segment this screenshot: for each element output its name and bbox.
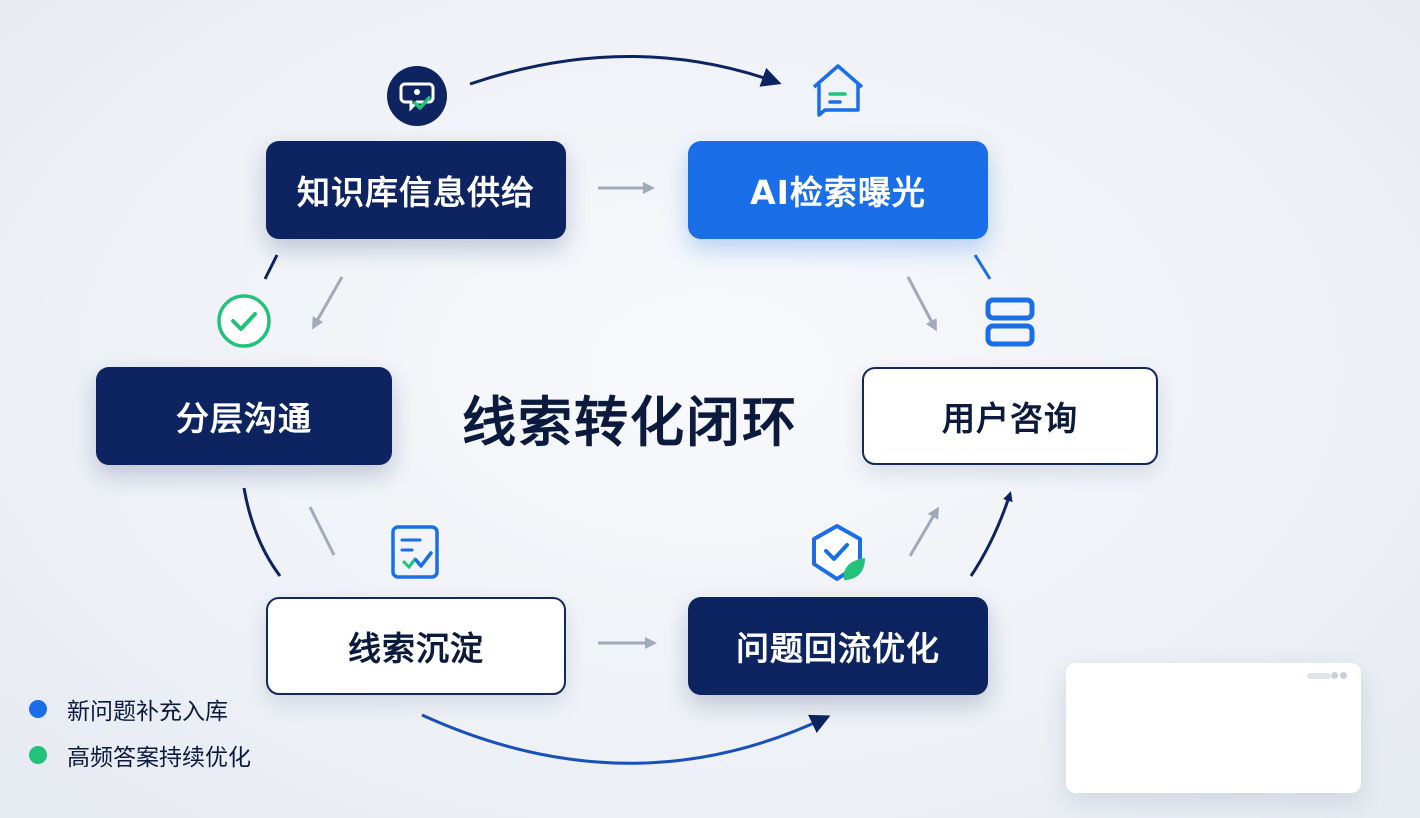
arrow-kb-to-layer: [312, 276, 344, 330]
node-question-feedback: 问题回流优化: [688, 597, 988, 695]
diagram-title: 线索转化闭环: [462, 391, 798, 454]
legend-label: 高频答案持续优化: [67, 745, 251, 771]
chat-check-icon: [387, 66, 447, 126]
arc-top: [469, 55, 782, 87]
arrow-ai-to-consult: [906, 276, 937, 332]
legend-card: [1066, 663, 1361, 793]
check-circle-icon: [217, 294, 271, 348]
curve-back-to-consult: [969, 491, 1013, 577]
legend-swatch: [29, 746, 47, 764]
node-lead-capture: 线索沉淀: [266, 597, 566, 695]
arrow-back-to-consult: [908, 506, 940, 557]
legend-item: 高频答案持续优化: [29, 738, 251, 772]
line-layer-to-lead: [308, 506, 336, 556]
stroke-ai-right: [973, 254, 992, 280]
node-ai-exposure: AI检索曝光: [688, 141, 988, 239]
node-knowledge-supply: 知识库信息供给: [266, 141, 566, 239]
home-message-icon: [812, 64, 864, 117]
node-layered-communication: 分层沟通: [96, 367, 392, 465]
curve-layer-to-lead: [242, 487, 282, 577]
window-dots: [1307, 672, 1347, 680]
stroke-kb-left: [263, 254, 279, 280]
arc-bottom: [421, 713, 831, 765]
legend-item: 新问题补充入库: [29, 692, 228, 726]
node-user-consult: 用户咨询: [862, 367, 1158, 465]
legend-swatch: [29, 700, 47, 718]
shield-check-icon: [812, 524, 865, 581]
checklist-icon: [391, 525, 439, 579]
legend-label: 新问题补充入库: [67, 699, 228, 725]
server-icon: [985, 297, 1035, 347]
